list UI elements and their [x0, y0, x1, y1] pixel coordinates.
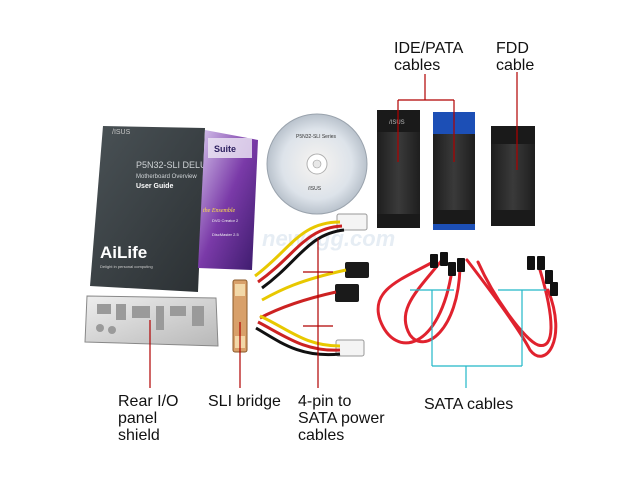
sata-cables-label: SATA cables [424, 396, 514, 413]
software-suite-card: Suite the Ensemble DVD Creator 2 DiscMas… [198, 130, 258, 270]
suite-line2-text: DVD Creator 2 [212, 218, 239, 223]
sata-cables [376, 258, 558, 358]
ide-cable-brand-text: /ISUS [389, 120, 405, 126]
driver-cd: P5N32-SLI Series /ISUS [266, 113, 368, 215]
ide-pata-label: IDE/PATA cables [394, 40, 464, 74]
sata-leader-lines [410, 289, 546, 388]
manual-subtitle-text: Motherboard Overview [136, 174, 197, 180]
sata-connectors [430, 252, 558, 296]
suite-line3-text: DiscMaster 2.5 [212, 232, 239, 237]
cd-brand-text: /ISUS [308, 186, 322, 192]
manual-brand-text: /ISUS [112, 129, 131, 136]
power-cables-label: 4-pin to SATA power cables [298, 393, 385, 444]
user-guide-manual: /ISUS P5N32-SLI DELUXE Motherboard Overv… [90, 126, 219, 292]
rear-io-label: Rear I/O panel shield [118, 393, 179, 444]
power-cables [254, 213, 369, 357]
manual-tagline-text: Delight in personal computing [100, 264, 153, 269]
suite-line1-text: the Ensemble [203, 208, 235, 214]
fdd-cable [491, 126, 535, 226]
sli-bridge-label: SLI bridge [208, 393, 281, 410]
fdd-label: FDD cable [496, 40, 535, 74]
watermark-text: newegg.com [262, 226, 395, 251]
manual-model-text: P5N32-SLI DELUXE [136, 160, 219, 170]
manual-title-text: User Guide [136, 183, 173, 190]
rear-io-shield [84, 295, 219, 347]
cd-title-text: P5N32-SLI Series [296, 134, 337, 140]
ailife-logo: AiLife [100, 243, 147, 262]
callout-lines [149, 72, 518, 388]
suite-title-text: Suite [214, 144, 236, 154]
